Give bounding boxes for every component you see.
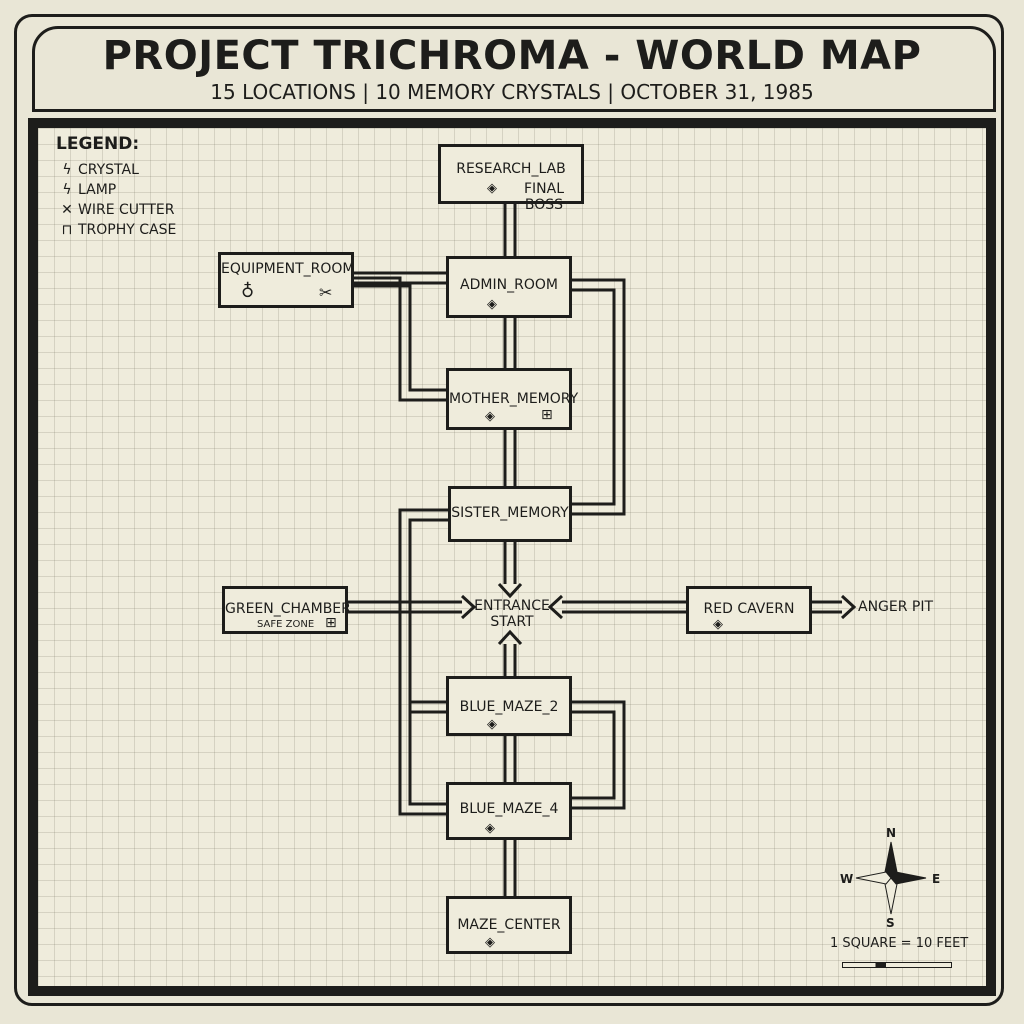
room-sister-memory[interactable]: SISTER_MEMORY: [448, 486, 572, 542]
compass-rose: [855, 841, 927, 915]
room-name: RED CAVERN: [703, 601, 795, 617]
room-name: SISTER_MEMORY: [451, 505, 569, 521]
legend-item-crystal: ϟ CRYSTAL: [56, 160, 176, 180]
legend-label: LAMP: [78, 182, 117, 198]
room-name: MAZE_CENTER: [457, 917, 561, 933]
legend-heading: LEGEND:: [56, 134, 140, 154]
crystal-icon: ◈: [487, 297, 497, 312]
crystal-icon: ◈: [713, 617, 723, 632]
lamp-icon: ♁: [241, 281, 255, 302]
room-name: GREEN_CHAMBER: [225, 601, 351, 617]
crystal-icon: ◈: [487, 717, 497, 732]
wire-cutter-icon: ✕: [61, 202, 73, 218]
corridor-research-admin: [503, 204, 517, 256]
crystal-icon: ϟ: [62, 162, 72, 178]
legend-label: CRYSTAL: [78, 162, 139, 178]
legend-item-trophy-case: ⊓ TROPHY CASE: [56, 220, 177, 240]
room-note: SAFE ZONE: [257, 619, 315, 630]
wire-cutter-icon: ✂: [319, 283, 333, 302]
legend-item-wire-cutter: ✕ WIRE CUTTER: [56, 200, 176, 220]
map-title: PROJECT TRICHROMA - WORLD MAP: [102, 33, 922, 79]
room-green-chamber[interactable]: GREEN_CHAMBER SAFE ZONE ⊞: [222, 586, 351, 634]
corridor-equipment-mother: [354, 276, 446, 402]
corridor-maze2-maze4: [503, 736, 517, 782]
compass-north: N: [886, 826, 897, 840]
corridor-sister-entrance: [497, 542, 523, 599]
map-subtitle: 15 LOCATIONS | 10 MEMORY CRYSTALS | OCTO…: [210, 80, 814, 104]
corridor-red-entrance: [547, 594, 686, 620]
room-research-lab[interactable]: RESEARCH_LAB ◈ FINAL BOSS: [438, 144, 584, 213]
crystal-icon: ◈: [485, 821, 495, 836]
crystal-icon: ◈: [485, 409, 495, 424]
legend: LEGEND: ϟ CRYSTAL ϟ LAMP ✕ WIRE CUTTER ⊓…: [56, 134, 176, 240]
room-blue-maze-2[interactable]: BLUE_MAZE_2 ◈: [446, 676, 572, 736]
trophy-case-icon: ⊞: [541, 407, 553, 423]
lamp-icon: ϟ: [62, 182, 72, 198]
compass-west: W: [840, 872, 854, 886]
scale-bar: [842, 962, 952, 968]
anger-pit-label[interactable]: ANGER PIT: [858, 599, 934, 615]
room-name: RESEARCH_LAB: [456, 161, 566, 177]
compass-east: E: [932, 872, 941, 886]
room-name: ADMIN_ROOM: [460, 277, 558, 293]
corridor-maze2-maze4-loop: [572, 700, 626, 810]
title-box: [32, 26, 996, 112]
legend-item-lamp: ϟ LAMP: [56, 180, 176, 200]
corridor-maze4-center: [503, 840, 517, 896]
room-maze-center[interactable]: MAZE_CENTER ◈: [446, 896, 572, 954]
room-name: BLUE_MAZE_2: [459, 699, 559, 715]
room-note: START: [490, 614, 534, 630]
corridor-red-anger: [812, 594, 857, 620]
entrance-label[interactable]: ENTRANCE START: [470, 598, 554, 630]
legend-label: TROPHY CASE: [78, 222, 177, 238]
corridor-green-entrance: [348, 594, 477, 620]
room-name: EQUIPMENT_ROOM: [221, 261, 355, 277]
corridor-admin-sister-loop: [572, 278, 626, 516]
room-name: MOTHER_MEMORY: [449, 391, 579, 407]
room-admin-room[interactable]: ADMIN_ROOM ◈: [446, 256, 572, 318]
room-note: FINAL BOSS: [523, 181, 565, 213]
room-name: BLUE_MAZE_4: [459, 801, 559, 817]
corridor-admin-mother: [503, 318, 517, 368]
room-mother-memory[interactable]: MOTHER_MEMORY ◈ ⊞: [446, 368, 579, 430]
corridor-mother-sister: [503, 430, 517, 486]
crystal-icon: ◈: [485, 935, 495, 950]
room-blue-maze-4[interactable]: BLUE_MAZE_4 ◈: [446, 782, 572, 840]
crystal-icon: ◈: [487, 181, 497, 196]
scale-label: 1 SQUARE = 10 FEET: [830, 936, 969, 951]
room-equipment-room[interactable]: EQUIPMENT_ROOM ♁ ✂: [218, 252, 354, 308]
corridor-maze2-entrance: [497, 629, 523, 676]
trophy-case-icon: ⊓: [61, 222, 73, 238]
compass-south: S: [886, 916, 895, 930]
legend-label: WIRE CUTTER: [78, 202, 175, 218]
outer-frame: [14, 14, 1004, 1006]
trophy-case-icon: ⊞: [325, 615, 337, 631]
room-name: ENTRANCE: [474, 598, 550, 614]
corridor-sister-maze-loop: [398, 508, 448, 816]
room-red-cavern[interactable]: RED CAVERN ◈: [686, 586, 812, 634]
